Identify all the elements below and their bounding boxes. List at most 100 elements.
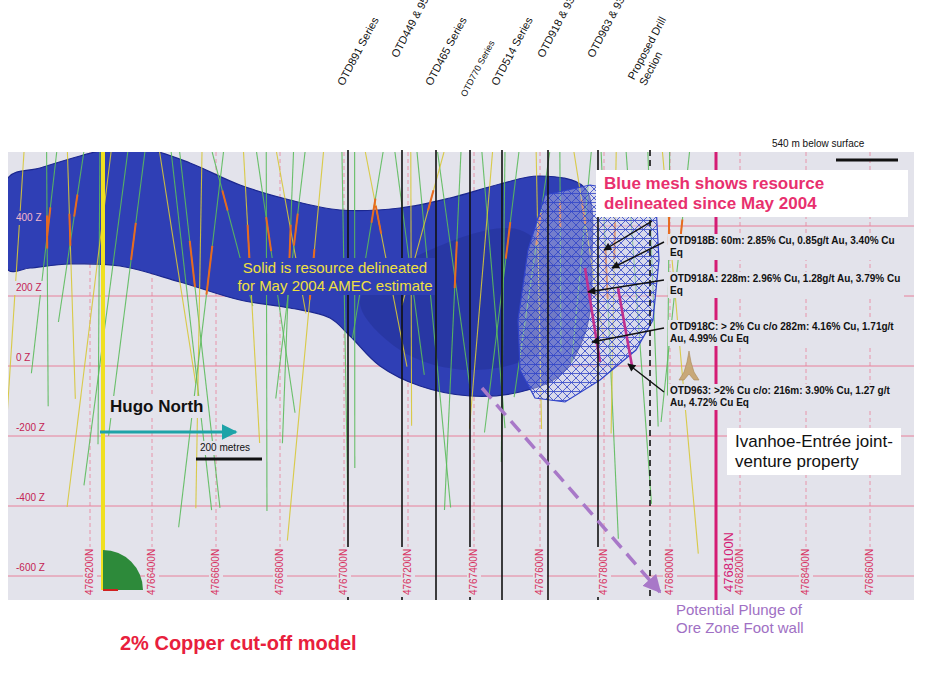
northing-label: 4768200N [733,547,747,597]
northing-label-anchor: 4766200N [83,547,97,597]
proposed-section-label-anchor: Proposed Drill Section [625,1,687,87]
drill-section-line [547,150,549,600]
elevation-label: 0 Z [14,351,32,365]
drill-trace [244,152,260,443]
northing-label-anchor: 4767600N [533,547,547,597]
northing-label-anchor: 4766600N [209,547,223,597]
elevation-label-anchor: 200 Z [14,281,44,295]
leader-arrow [612,242,664,268]
elevation-label: 400 Z [14,211,44,225]
drill-trace [47,152,49,406]
assay-interval [248,225,250,263]
northing-label: 4766600N [209,547,223,597]
intercept-callout: OTD918A: 228m: 2.96% Cu, 1.28g/t Au, 3.7… [668,272,904,298]
intercept-callout-anchor: OTD918C: > 2% Cu c/o 282m: 4.16% Cu, 1.7… [668,320,904,346]
drill-trace [287,152,323,540]
property-box-text: Ivanhoe-Entrée joint-venture property [735,432,893,471]
northing-grid-line [870,152,871,600]
drill-trace [109,152,145,436]
elevation-label: -200 Z [14,421,47,435]
northing-label: 4768600N [863,547,877,597]
mesh-note-box: Blue mesh shows resource delineated sinc… [596,170,908,217]
elevation-label-anchor: -600 Z [14,561,47,575]
assay-interval [206,246,212,295]
assay-interval [131,223,136,260]
drill-series-label: OTD514 Series [489,15,536,88]
assay-interval [190,241,195,287]
intercept-callout: OTD918C: > 2% Cu c/o 282m: 4.16% Cu, 1.7… [668,320,904,346]
northing-label-anchor: 4768200N [733,547,747,597]
drill-trace [438,152,471,388]
northing-label-anchor: 4766400N [145,547,159,597]
drill-series-label-anchor: OTD770 Series [459,39,497,99]
axis-symbol [103,550,143,590]
leader-arrow [592,328,664,342]
drill-section-line [347,150,349,600]
drill-trace [160,152,196,383]
assay-interval [74,195,77,217]
elevation-label-anchor: 400 Z [14,211,44,225]
northing-label-anchor: 4767000N [337,547,351,597]
drill-series-label: OTD891 Series [335,15,382,88]
drill-trace [417,152,451,508]
assay-interval [47,207,50,236]
intercept-callout-anchor: OTD963: >2% Cu c/o: 216m: 3.90% Cu, 1.27… [668,384,904,410]
plunge-note-anchor: Potential Plunge of Ore Zone Foot wall [676,601,804,636]
assay-interval [294,214,298,246]
assay-interval [222,191,227,211]
solid-resource-note-anchor: Solid is resource delineated for May 200… [235,258,435,295]
northing-label: 4767000N [337,547,351,597]
solid-resource-note: Solid is resource delineated for May 200… [235,258,435,295]
reference-hole [101,152,105,590]
leader-arrow [628,364,664,392]
northing-label: 4766400N [145,547,159,597]
drill-trace [352,152,383,338]
assay-interval [69,214,70,246]
drill-section-line [401,150,403,600]
northing-label-anchor: 4767200N [401,547,415,597]
intercept-callout-anchor: OTD918A: 228m: 2.96% Cu, 1.28g/t Au, 3.7… [668,272,904,298]
northing-label: 4767600N [533,547,547,597]
elevation-label: -400 Z [14,491,47,505]
resource-mesh [518,185,659,402]
drill-trace [342,152,348,501]
drill-section-line [501,150,503,600]
northing-label-anchor: 4767800N [597,547,611,597]
drill-section-line [435,150,437,600]
elevation-label-anchor: -200 Z [14,421,47,435]
northing-label: 4766800N [273,547,287,597]
elevation-label: -600 Z [14,561,47,575]
drill-section-line [597,150,599,600]
assay-interval [266,217,271,251]
depth-scale-label-anchor: 540 m below surface [772,138,864,150]
direction-arrow [100,431,236,434]
plunge-line [482,388,660,592]
intercept-callout-anchor: OTD918B: 60m: 2.85% Cu, 0.85g/t Au, 3.40… [668,234,904,260]
scale-label: 200 metres [198,441,252,455]
northing-label: 4768400N [799,547,813,597]
axis-tick [103,589,118,591]
northing-label-anchor: 4768000N [663,547,677,597]
northing-label-anchor: 4768600N [863,547,877,597]
depth-scale-label: 540 m below surface [772,138,864,150]
drill-series-label: OTD465 Series [423,15,470,88]
assay-interval [506,222,510,258]
drill-trace [469,152,492,429]
northing-label: 4767200N [401,547,415,597]
northing-label-anchor: 4766800N [273,547,287,597]
northing-label-anchor: 4767400N [467,547,481,597]
intercept-callout: OTD918B: 60m: 2.85% Cu, 0.85g/t Au, 3.40… [668,234,904,260]
drill-trace [266,152,268,511]
drill-trace [84,152,128,485]
plunge-note: Potential Plunge of Ore Zone Foot wall [676,601,804,636]
elevation-label: 200 Z [14,281,44,295]
elevation-grid-line [8,576,914,577]
property-boundary-line [715,152,718,600]
property-box: Ivanhoe-Entrée joint-venture property [727,428,901,475]
caption-anchor: 2% Copper cut-off model [120,632,357,655]
assay-interval [455,242,457,289]
elevation-label-anchor: -400 Z [14,491,47,505]
elevation-grid-line [8,506,914,507]
drill-series-label: OTD770 Series [459,39,497,99]
